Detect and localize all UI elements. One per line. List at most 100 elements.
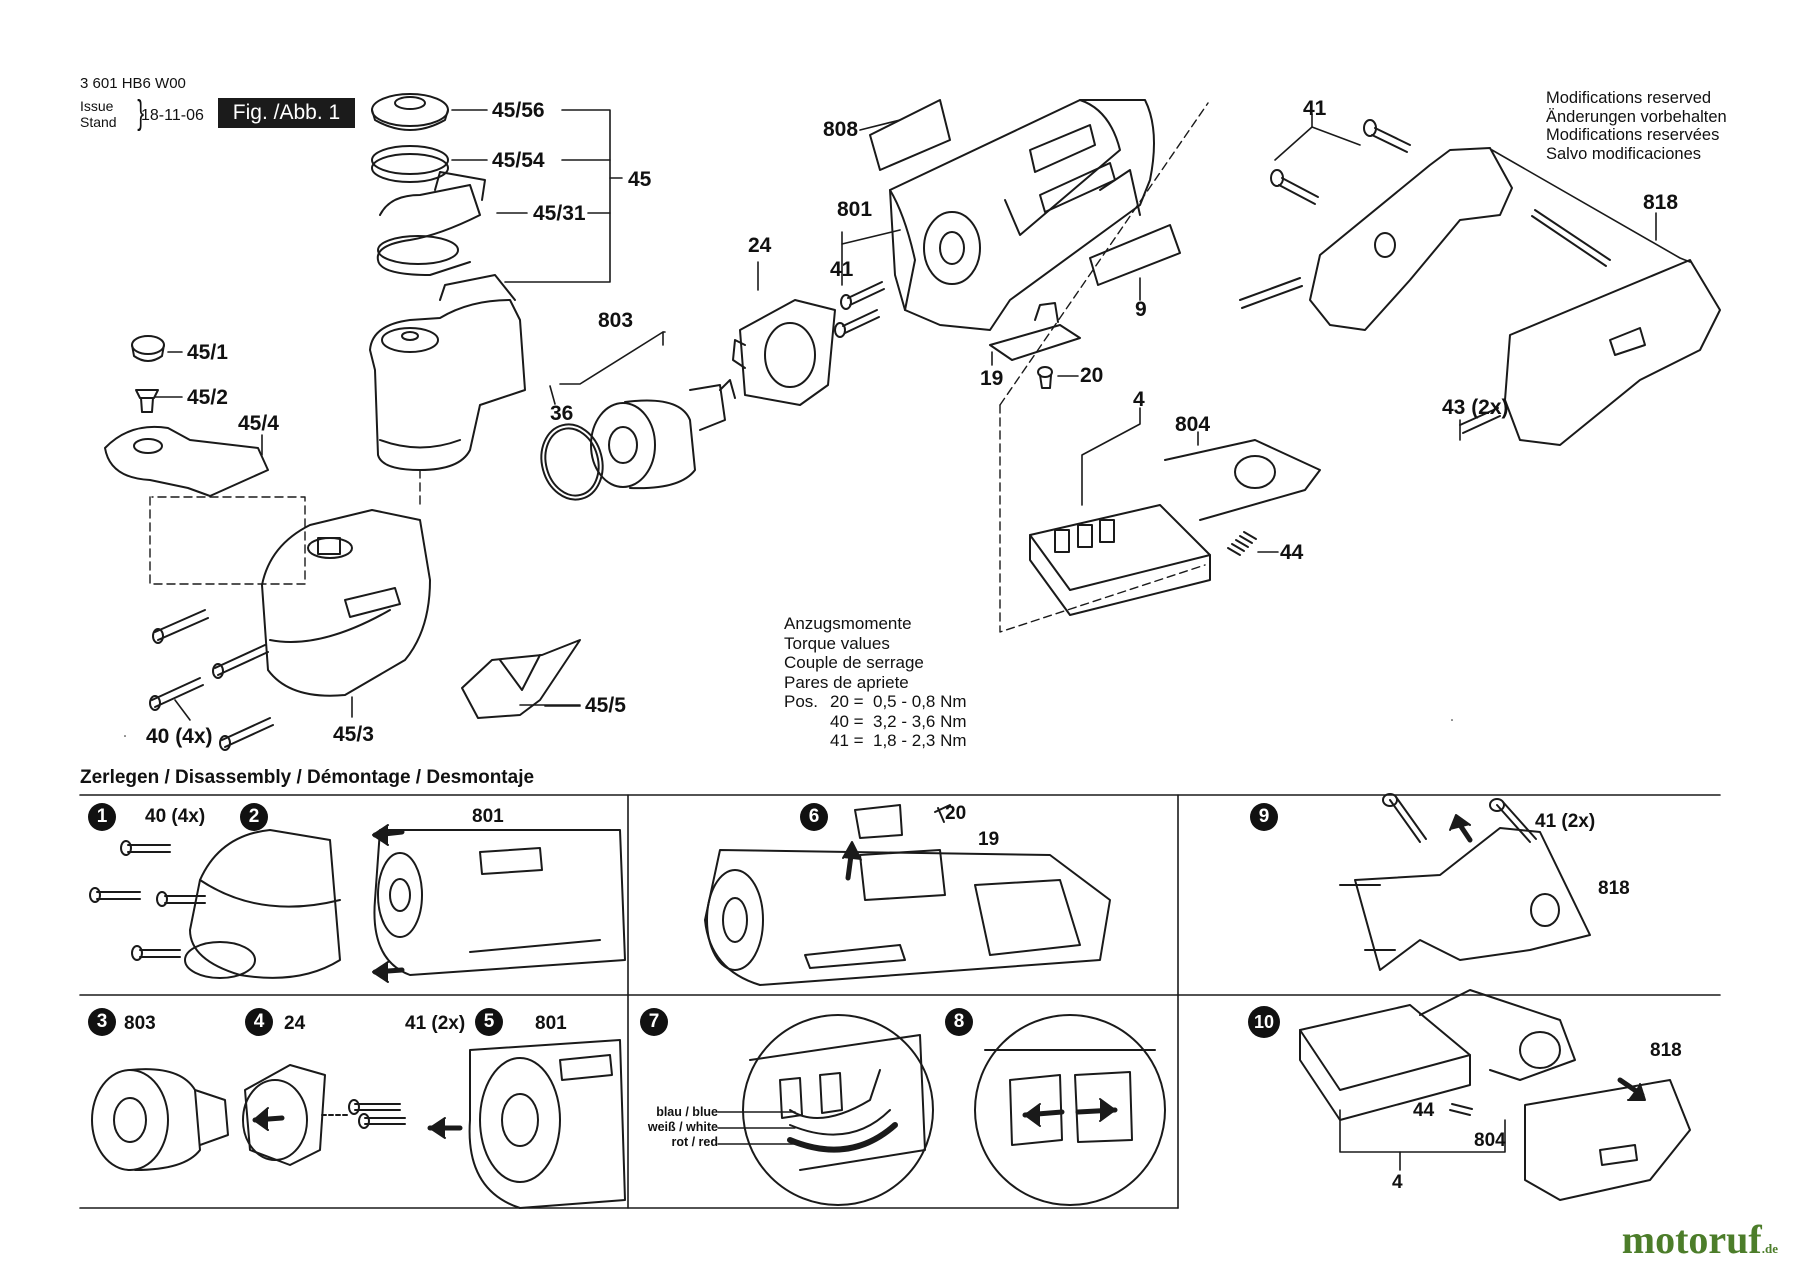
dashed-assembly-lines	[149, 102, 1209, 633]
part-40-screws	[149, 609, 274, 751]
disassembly-title: Zerlegen / Disassembly / Démontage / Des…	[80, 767, 535, 788]
step4-label-24: 24	[284, 1013, 306, 1034]
step2-label-801: 801	[472, 806, 504, 827]
figure-label: Fig. /Abb. 1	[218, 98, 355, 128]
mod-line: Änderungen vorbehalten	[1546, 107, 1727, 126]
torque-heading-de: Anzugsmomente	[784, 614, 912, 633]
step-1-badge: 1	[88, 803, 116, 831]
step10-label-4: 4	[1392, 1172, 1403, 1193]
part-45-2-screw	[135, 389, 159, 413]
label-20: 20	[1080, 364, 1104, 387]
label-45-31: 45/31	[533, 202, 586, 225]
issue-label: Issue	[80, 98, 114, 114]
part-808-label	[869, 99, 951, 171]
label-9: 9	[1135, 298, 1147, 321]
wire-white-label: weiß / white	[647, 1120, 718, 1134]
stand-label: Stand	[80, 114, 117, 130]
step5-label-801: 801	[535, 1013, 567, 1034]
part-19-cover	[989, 302, 1081, 361]
step45-label-41: 41 (2x)	[405, 1013, 466, 1034]
part-44-spring	[1227, 531, 1257, 556]
torque-pos-label: Pos.	[784, 692, 819, 711]
part-801-housing	[889, 99, 1155, 331]
part-45-1-plug	[131, 335, 165, 362]
label-45-2: 45/2	[187, 386, 228, 409]
step-8-badge: 8	[945, 1008, 973, 1036]
label-45: 45	[628, 168, 652, 191]
part-45-3-housing	[261, 509, 431, 697]
panel-8-art	[974, 1014, 1166, 1206]
panel-9-art	[1339, 793, 1591, 971]
disassembly-frame	[79, 794, 1721, 1209]
part-818-cover-bottom	[1459, 259, 1721, 446]
step-4-badge: 4	[245, 1008, 273, 1036]
step10-label-818: 818	[1650, 1040, 1682, 1061]
step-5-badge: 5	[475, 1008, 503, 1036]
torque-heading-en: Torque values	[784, 633, 890, 653]
label-24: 24	[748, 234, 772, 257]
torque-value: 40 = 3,2 - 3,6 Nm	[830, 711, 967, 731]
issue-stand-label: Issue Stand	[80, 98, 117, 130]
panel-3-5-art	[91, 1039, 626, 1209]
part-gear-head	[369, 274, 526, 471]
step9-label-41: 41 (2x)	[1535, 811, 1596, 832]
label-801: 801	[837, 198, 873, 221]
part-45-56-cap	[371, 93, 449, 131]
torque-heading-fr: Couple de serrage	[784, 653, 924, 672]
part-41-screws-right	[1270, 119, 1411, 205]
step10-label-804: 804	[1474, 1130, 1506, 1151]
torque-values: Anzugsmomente Torque values Couple de se…	[784, 614, 967, 751]
issue-date: 18-11-06	[141, 107, 204, 124]
logo-suffix: .de	[1761, 1241, 1778, 1256]
part-45-4-blade	[104, 425, 269, 497]
part-45-54-ring	[371, 145, 449, 183]
label-36: 36	[550, 402, 574, 425]
label-804: 804	[1175, 413, 1211, 436]
label-41-right: 41	[1303, 97, 1327, 120]
torque-row: 41 = 1,8 - 2,3 Nm	[784, 731, 967, 751]
label-45-5: 45/5	[585, 694, 626, 717]
brace-glyph: }	[137, 94, 145, 132]
torque-value: 41 = 1,8 - 2,3 Nm	[830, 731, 967, 750]
step-10-badge: 10	[1248, 1006, 1280, 1038]
wire-blue-label: blau / blue	[656, 1105, 718, 1119]
step-9-badge: 9	[1250, 803, 1278, 831]
part-803-armature	[590, 379, 736, 490]
step-2-badge: 2	[240, 803, 268, 831]
mod-line: Modifications reserved	[1546, 89, 1712, 107]
step-6-badge: 6	[800, 803, 828, 831]
label-45-4: 45/4	[238, 412, 279, 435]
label-43: 43 (2x)	[1442, 396, 1509, 419]
panel-7-art	[717, 1014, 934, 1206]
part-45-31-lever	[376, 171, 486, 276]
torque-row: 40 = 3,2 - 3,6 Nm	[784, 712, 967, 732]
step6-label-19: 19	[978, 829, 1000, 850]
step6-label-20: 20	[945, 803, 967, 824]
label-40: 40 (4x)	[146, 725, 213, 748]
part-24-baffle	[732, 299, 836, 406]
step3-label-803: 803	[124, 1013, 156, 1034]
step-7-badge: 7	[640, 1008, 668, 1036]
mod-line: Salvo modificaciones	[1546, 144, 1701, 163]
label-803: 803	[598, 309, 634, 332]
mod-line: Modifications reservées	[1546, 126, 1720, 144]
part-45-5-insert	[461, 639, 581, 719]
torque-row: Pos. 20 = 0,5 - 0,8 Nm	[784, 692, 967, 712]
panel-10-art	[1299, 989, 1691, 1201]
drawing-code: 3 601 HB6 W00	[80, 75, 186, 92]
wire-labels: blau / blue weiß / white rot / red	[638, 1105, 718, 1150]
part-36-oring	[540, 423, 604, 501]
step9-label-818: 818	[1598, 878, 1630, 899]
wire-red-label: rot / red	[671, 1135, 718, 1149]
modifications-notice: Modifications reserved Änderungen vorbeh…	[1546, 89, 1727, 163]
label-45-56: 45/56	[492, 99, 545, 122]
part-41-screws	[834, 281, 885, 338]
label-45-3: 45/3	[333, 723, 374, 746]
logo-text: motoruf	[1621, 1217, 1762, 1262]
panel-1-2-art	[89, 824, 626, 983]
step10-label-44: 44	[1413, 1100, 1435, 1121]
part-9-label	[1089, 224, 1181, 286]
motoruf-logo: motoruf.de	[1622, 1216, 1778, 1263]
torque-value: 20 = 0,5 - 0,8 Nm	[830, 692, 967, 711]
panel-6-art	[704, 804, 1111, 986]
